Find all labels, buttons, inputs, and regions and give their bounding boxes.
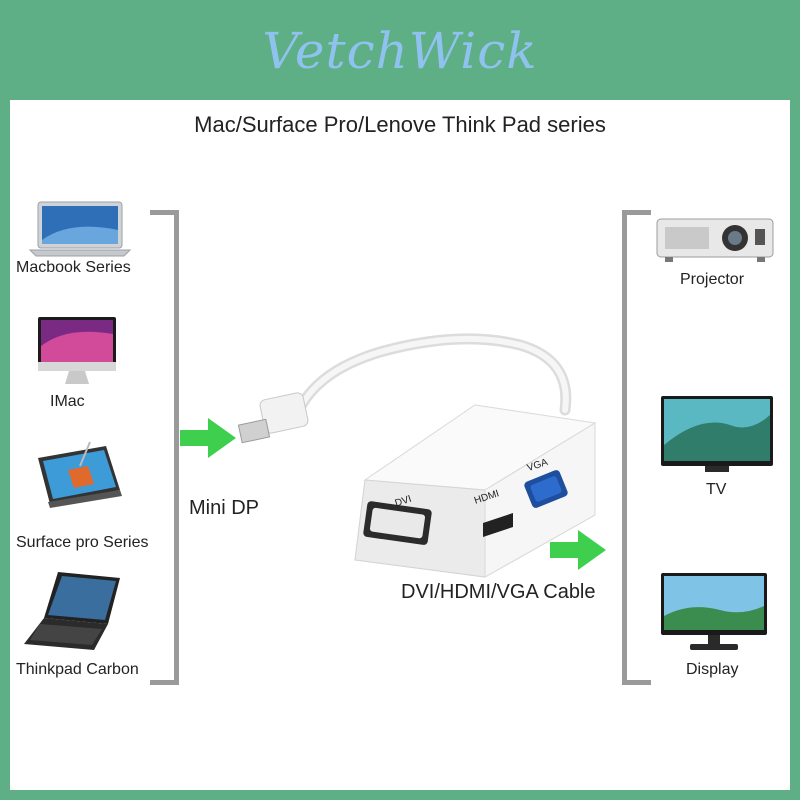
display-monitor-icon	[661, 573, 767, 650]
source-label-imac: IMac	[50, 393, 85, 410]
page-title: Mac/Surface Pro/Lenove Think Pad series	[194, 112, 606, 137]
imac-icon	[38, 317, 116, 384]
destination-bracket	[622, 210, 651, 685]
destination-label-tv: TV	[706, 481, 727, 498]
destination-label-display: Display	[686, 661, 739, 678]
input-connector-label: Mini DP	[189, 497, 260, 519]
destination-label-projector: Projector	[680, 271, 745, 288]
source-bracket	[150, 210, 179, 685]
source-label-thinkpad: Thinkpad Carbon	[16, 661, 139, 678]
white-panel	[10, 100, 790, 790]
source-label-surface: Surface pro Series	[16, 534, 149, 551]
source-label-macbook: Macbook Series	[16, 259, 131, 276]
output-cable-label: DVI/HDMI/VGA Cable	[401, 581, 596, 603]
surface-tablet-icon	[38, 441, 122, 508]
tv-icon	[661, 396, 773, 472]
brand-watermark: VetchWick	[262, 22, 538, 80]
output-arrow-icon	[550, 530, 606, 570]
adapter-box-icon	[354, 404, 597, 578]
thinkpad-laptop-icon	[24, 572, 120, 650]
macbook-icon	[28, 201, 132, 257]
projector-icon	[656, 218, 774, 262]
input-arrow-icon	[180, 418, 236, 458]
